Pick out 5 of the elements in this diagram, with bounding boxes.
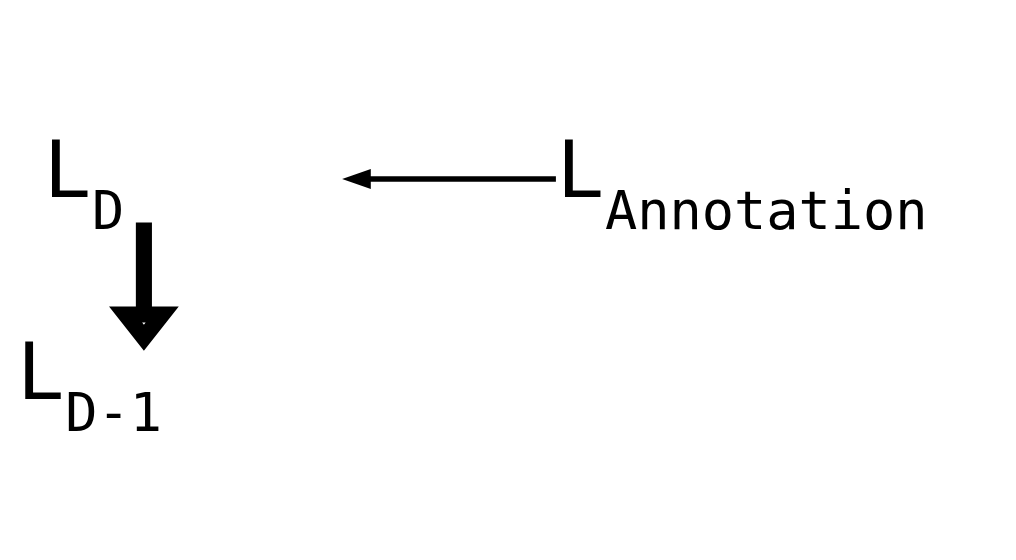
arrow (342, 169, 556, 190)
node-text: L$_{D}$ (43, 124, 125, 242)
node-text: L$_{Annotation}$ (556, 124, 928, 242)
arrow (109, 222, 179, 351)
node-text: L$_{D-1}$ (17, 326, 163, 444)
